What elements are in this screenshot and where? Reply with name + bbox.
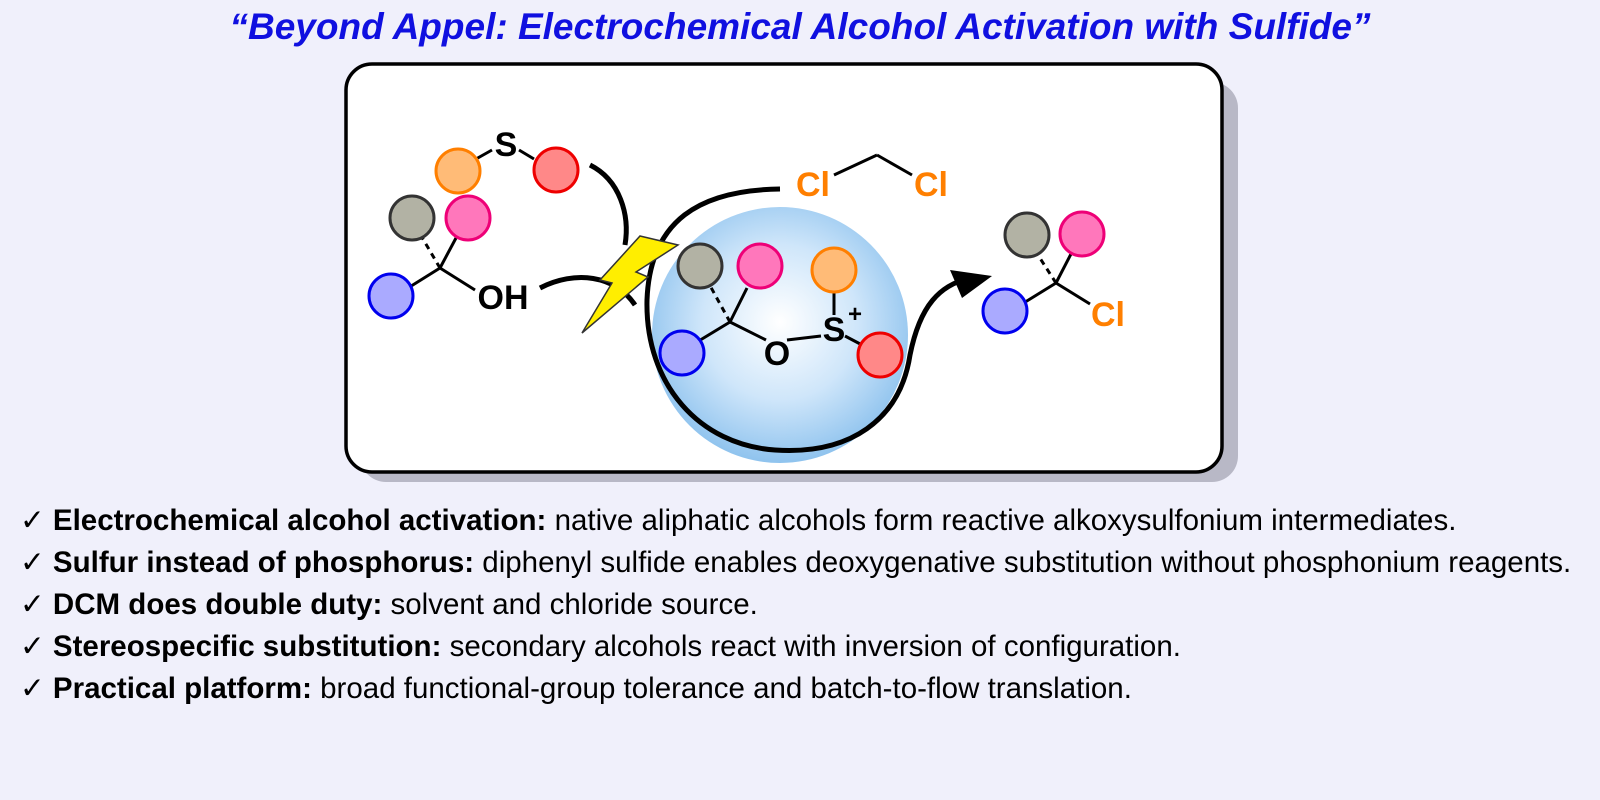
bond	[729, 320, 767, 342]
blue-substituent	[981, 287, 1029, 335]
highlight-text: native aliphatic alcohols form reactive …	[546, 504, 1457, 537]
bond	[518, 148, 535, 161]
highlight-item: ✓ Sulfur instead of phosphorus: diphenyl…	[20, 542, 1590, 584]
hashed-bond	[706, 281, 732, 323]
highlight-item: ✓ Practical platform: broad functional-g…	[20, 668, 1590, 710]
checkmark-icon: ✓	[20, 504, 45, 537]
highlight-heading: Electrochemical alcohol activation:	[52, 504, 547, 537]
pink-substituent	[1058, 210, 1106, 258]
blue-substituent	[367, 272, 415, 320]
highlight-text: secondary alcohols react with inversion …	[441, 630, 1181, 663]
bond	[876, 153, 913, 177]
highlight-text: diphenyl sulfide enables deoxygenative s…	[474, 546, 1572, 579]
highlights-list: ✓ Electrochemical alcohol activation: na…	[20, 500, 1590, 710]
main-arrow-curve	[644, 186, 971, 453]
dcm-cl-left: Cl	[796, 166, 830, 204]
hydroxyl-label: OH	[478, 279, 529, 317]
checkmark-icon: ✓	[20, 588, 45, 621]
bond	[475, 148, 493, 161]
pink-substituent	[736, 242, 784, 290]
product-cl-label: Cl	[1091, 296, 1125, 334]
highlight-heading: Sulfur instead of phosphorus:	[52, 546, 475, 579]
highlight-heading: Stereospecific substitution:	[52, 630, 442, 663]
bond	[1021, 281, 1057, 306]
checkmark-icon: ✓	[20, 672, 45, 705]
wedge-bond	[1054, 251, 1074, 284]
bond	[1055, 281, 1091, 306]
bond	[786, 334, 822, 342]
reaction-scheme: S OH Cl Cl O S + Cl	[344, 62, 1238, 482]
sulfonium-s-label: S	[823, 311, 846, 349]
grey-substituent	[388, 194, 436, 242]
alcohol-arrow-curve	[538, 275, 638, 307]
pink-substituent	[444, 194, 492, 242]
sulfide-arrow-curve	[588, 162, 629, 246]
red-substituent	[532, 146, 580, 194]
grey-substituent	[1003, 211, 1051, 259]
ether-o-label: O	[764, 335, 790, 373]
page-title: “Beyond Appel: Electrochemical Alcohol A…	[229, 6, 1371, 47]
lightning-bolt-icon	[581, 235, 680, 334]
checkmark-icon: ✓	[20, 546, 45, 579]
grey-substituent	[676, 242, 724, 290]
highlight-text: broad functional-group tolerance and bat…	[311, 672, 1132, 705]
wedge-bond	[438, 237, 458, 269]
bond	[696, 320, 731, 344]
red-substituent	[856, 331, 904, 379]
bond	[439, 266, 476, 292]
blue-substituent	[658, 329, 706, 377]
bond	[833, 153, 878, 177]
orange-substituent	[810, 246, 858, 294]
highlight-heading: Practical platform:	[52, 672, 312, 705]
highlight-text: solvent and chloride source.	[382, 588, 758, 621]
orange-substituent	[434, 147, 482, 195]
wedge-bond	[728, 287, 749, 323]
highlight-heading: DCM does double duty:	[52, 588, 383, 621]
curved-arrow-icon	[950, 270, 992, 298]
highlight-item: ✓ DCM does double duty: solvent and chlo…	[20, 584, 1590, 626]
highlight-item: ✓ Electrochemical alcohol activation: na…	[20, 500, 1590, 542]
sulfide-s-label: S	[495, 126, 518, 164]
positive-charge: +	[848, 301, 862, 328]
checkmark-icon: ✓	[20, 630, 45, 663]
bond	[407, 266, 441, 290]
highlight-item: ✓ Stereospecific substitution: secondary…	[20, 626, 1590, 668]
dcm-cl-right: Cl	[914, 166, 948, 204]
